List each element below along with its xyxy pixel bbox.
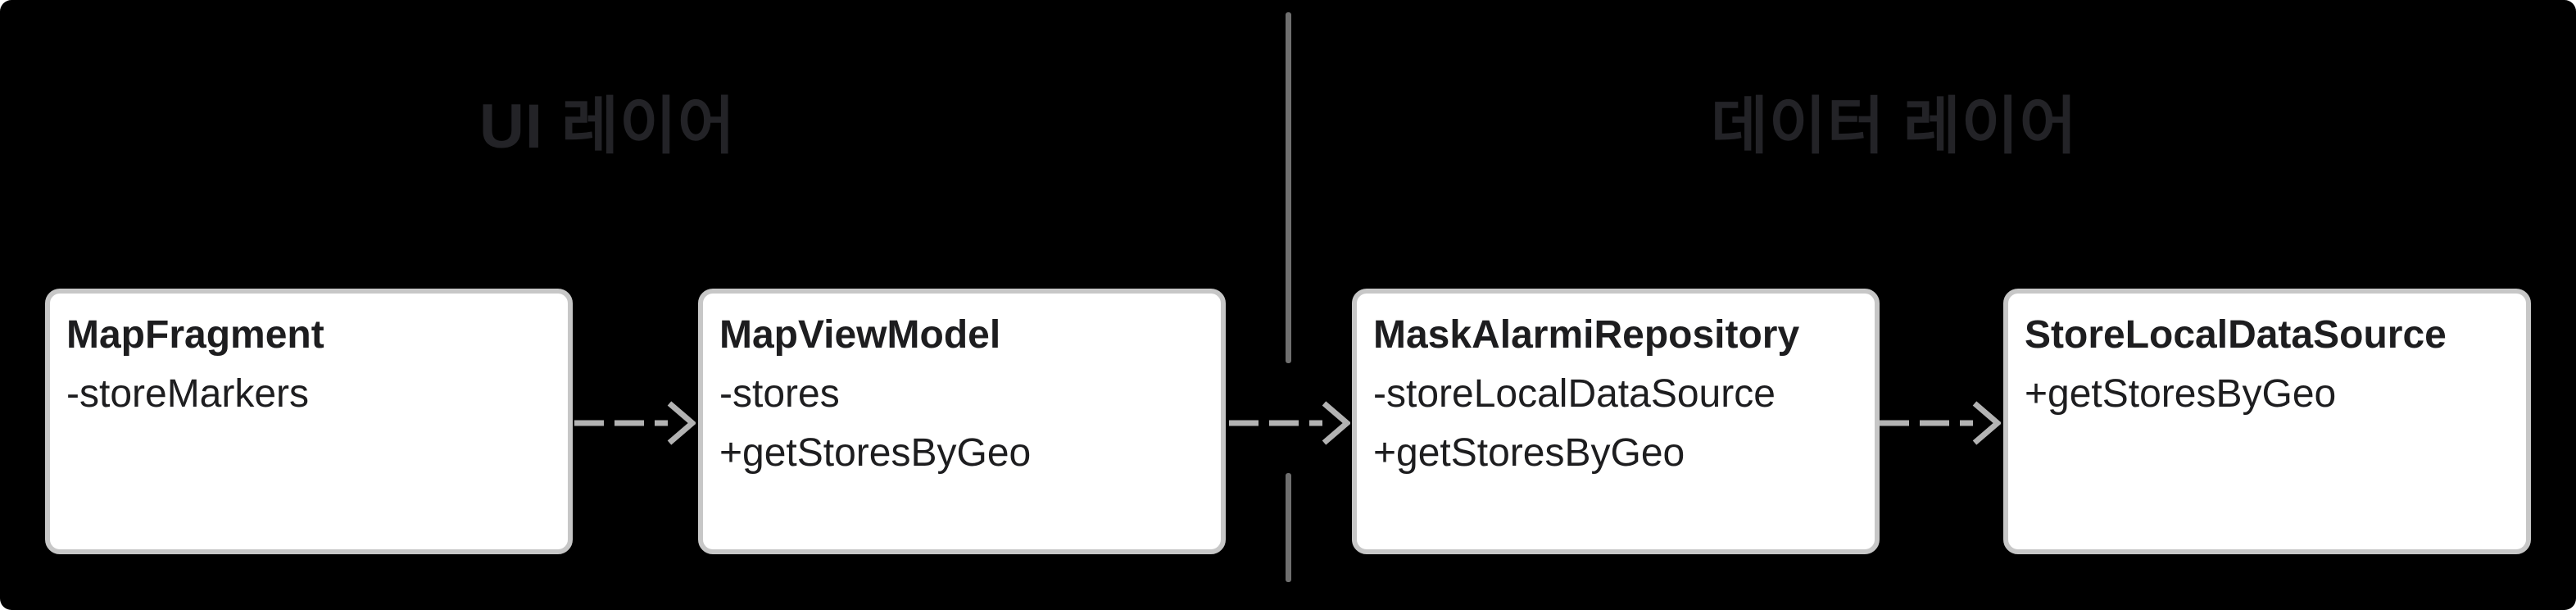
- dashed-arrow-icon: [1880, 401, 2001, 445]
- class-box-member: +getStoresByGeo: [1373, 431, 1685, 475]
- class-box-member: -storeMarkers: [66, 372, 310, 416]
- arrow-head: [1972, 401, 2001, 445]
- arrow-head: [1322, 401, 1350, 445]
- dashed-arrow-icon: [1229, 401, 1350, 445]
- section-title-data-layer: 데이터 레이어: [1711, 92, 2078, 162]
- layer-divider-top-segment: [1286, 12, 1291, 363]
- class-box-title: StoreLocalDataSource: [2025, 313, 2447, 357]
- layer-divider-bottom-segment: [1286, 473, 1291, 582]
- class-box-title: MaskAlarmiRepository: [1373, 313, 1800, 357]
- class-box-storelocaldatasource: StoreLocalDataSource +getStoresByGeo: [2003, 289, 2531, 554]
- class-box-member: -stores: [719, 372, 840, 416]
- class-box-mapfragment: MapFragment -storeMarkers: [45, 289, 573, 554]
- class-box-title: MapViewModel: [719, 313, 1001, 357]
- class-box-title: MapFragment: [66, 313, 324, 357]
- arrow-head: [667, 401, 696, 445]
- dashed-arrow-icon: [574, 401, 696, 445]
- class-box-member: +getStoresByGeo: [719, 431, 1032, 475]
- section-title-ui-layer: UI 레이어: [479, 92, 736, 162]
- class-box-member: +getStoresByGeo: [2025, 372, 2337, 416]
- class-box-mapviewmodel: MapViewModel -stores +getStoresByGeo: [698, 289, 1226, 554]
- class-box-member: -storeLocalDataSource: [1373, 372, 1776, 416]
- class-box-maskalarmirepository: MaskAlarmiRepository -storeLocalDataSour…: [1352, 289, 1880, 554]
